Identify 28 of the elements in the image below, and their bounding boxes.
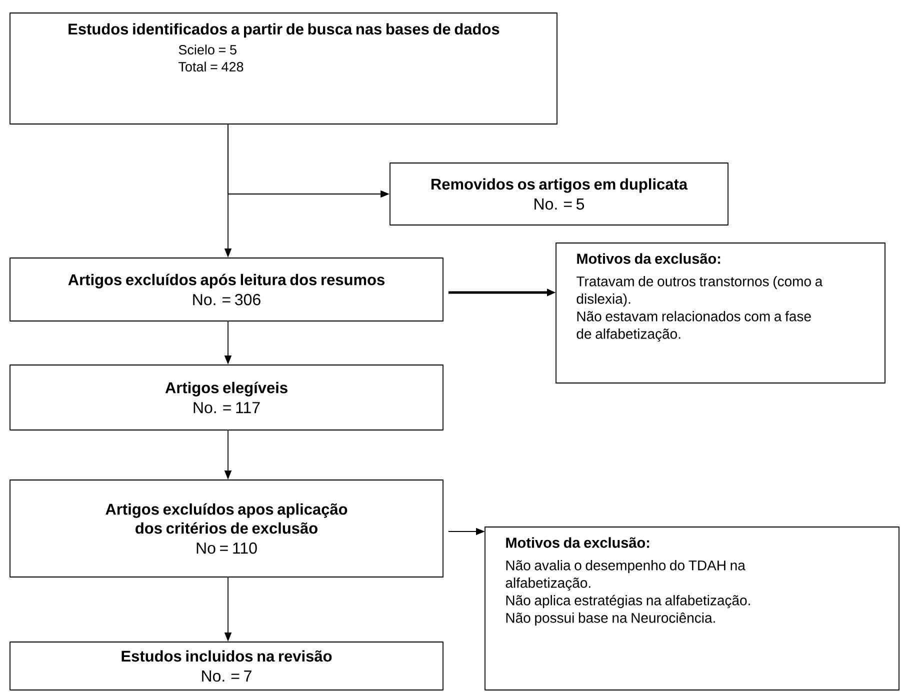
count-text: No. = 7 xyxy=(202,670,252,682)
box-heading: Artigos excluídos apos aplicação dos critérios de exclusão xyxy=(106,503,348,534)
box-heading: Estudos incluidos na revisão xyxy=(122,650,332,662)
count-text: No. = 117 xyxy=(194,402,260,414)
box-heading: Estudos identificados a partir de busca nas bases de dados xyxy=(68,23,500,38)
note-text: Não estavam relacionados com a fase de alfabetização. xyxy=(576,311,811,342)
count-text: Scielo = 5 xyxy=(178,44,236,55)
note-text: Não aplica estratégias na alfabetização. xyxy=(506,594,750,608)
process-box xyxy=(10,642,444,690)
note-heading: Motivos da exclusão: xyxy=(577,253,720,264)
process-box xyxy=(10,12,558,124)
count-text: No. = 306 xyxy=(193,294,260,306)
note-box xyxy=(484,526,900,690)
count-text: No = 110 xyxy=(196,542,257,554)
count-text: Total = 428 xyxy=(178,62,244,72)
box-heading: Artigos excluídos após leitura dos resumos xyxy=(68,274,384,288)
process-box xyxy=(10,480,444,578)
box-heading: Removidos os artigos em duplicata xyxy=(432,178,688,193)
note-text: Tratavam de outros transtornos (como a dislexia). xyxy=(576,276,823,307)
box-heading: Artigos elegíveis xyxy=(165,382,288,396)
note-box xyxy=(556,242,886,384)
process-box xyxy=(390,162,728,226)
count-text: No. = 5 xyxy=(534,198,584,210)
note-text: Não possui base na Neurociência. xyxy=(506,612,715,626)
process-box xyxy=(10,364,444,430)
note-heading: Motivos da exclusão: xyxy=(506,537,650,548)
process-box xyxy=(10,258,444,322)
note-text: Não avalia o desempenho do TDAH na alfabetização. xyxy=(506,560,746,591)
